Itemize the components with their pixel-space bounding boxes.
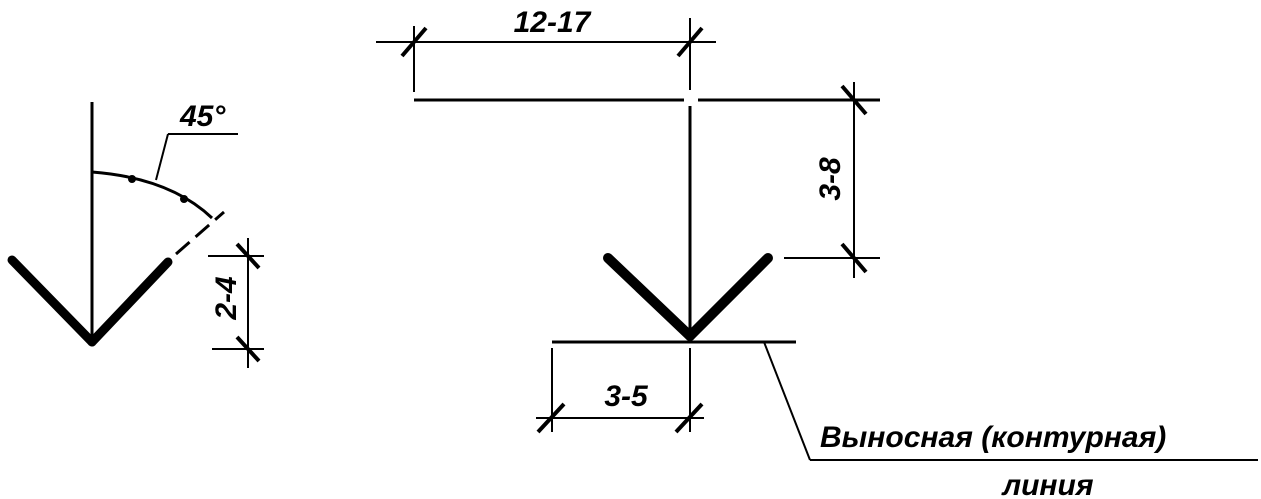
callout-label-line1: Выносная (контурная) (820, 421, 1166, 454)
depth-tick-top (235, 242, 261, 270)
angle-label: 45° (179, 100, 226, 133)
base-label: 3-5 (604, 380, 649, 413)
callout-label-line2: линия (1000, 469, 1093, 499)
angle-leader-line (155, 133, 169, 181)
right-v-right-stroke (685, 253, 773, 341)
depth-tick-bottom (235, 335, 261, 363)
left-v-right-stroke (87, 257, 173, 347)
height-label: 3-8 (814, 157, 847, 201)
width-label: 12-17 (514, 6, 592, 39)
left-v-left-stroke (7, 255, 97, 347)
width-tick-left (400, 26, 428, 58)
depth-label: 2-4 (210, 276, 243, 321)
left-figure: 45° 2-4 (7, 100, 264, 368)
angle-arc-dot-2 (180, 195, 188, 203)
right-v-left-stroke (603, 253, 695, 341)
callout-leader-line (763, 341, 811, 461)
height-tick-bottom (840, 242, 868, 274)
width-tick-right (676, 26, 704, 58)
angle-arc (91, 170, 214, 220)
base-tick-left (536, 402, 566, 434)
angle-arc-dot-1 (128, 175, 136, 183)
height-tick-top (840, 84, 868, 116)
left-extension-dash (175, 210, 225, 256)
right-figure: 12-17 3-8 3-5 Выносная (контурная) линия (376, 6, 1258, 499)
base-tick-right (674, 402, 704, 434)
